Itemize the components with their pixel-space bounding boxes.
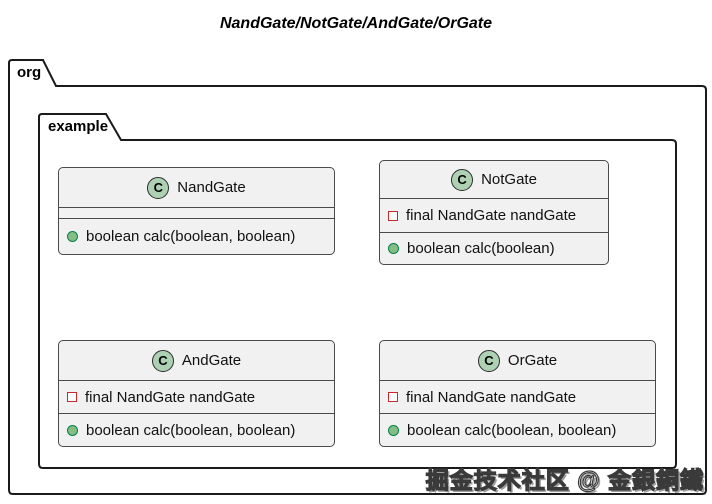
- watermark-text: 掘金技术社区 @ 金銀銅鐵: [425, 466, 704, 493]
- class-stereotype-icon: C: [151, 349, 174, 372]
- method-signature: boolean calc(boolean): [407, 240, 555, 257]
- class-header: C AndGate: [59, 341, 334, 380]
- fields-compartment: [59, 207, 334, 218]
- method-row: boolean calc(boolean, boolean): [67, 422, 326, 439]
- methods-compartment: boolean calc(boolean, boolean): [59, 413, 334, 446]
- fields-compartment: final NandGate nandGate: [380, 198, 608, 232]
- method-row: boolean calc(boolean, boolean): [67, 228, 326, 245]
- class-header: C NandGate: [59, 168, 334, 207]
- method-signature: boolean calc(boolean, boolean): [86, 228, 296, 245]
- class-box-notgate: C NotGate final NandGate nandGate boolea…: [379, 160, 609, 265]
- class-name: AndGate: [181, 352, 242, 369]
- method-row: boolean calc(boolean, boolean): [388, 422, 647, 439]
- fields-compartment: final NandGate nandGate: [380, 380, 655, 413]
- class-header: C OrGate: [380, 341, 655, 380]
- class-header: C NotGate: [380, 161, 608, 198]
- method-signature: boolean calc(boolean, boolean): [407, 421, 617, 439]
- class-name: NotGate: [481, 171, 537, 188]
- fields-compartment: final NandGate nandGate: [59, 380, 334, 413]
- field-row: final NandGate nandGate: [388, 207, 600, 224]
- public-method-icon: [67, 424, 78, 436]
- private-field-icon: [388, 392, 398, 402]
- class-box-orgate: C OrGate final NandGate nandGate boolean…: [379, 340, 656, 447]
- class-stereotype-icon: C: [477, 349, 500, 372]
- field-row: final NandGate nandGate: [67, 389, 326, 406]
- public-method-icon: [67, 231, 78, 242]
- methods-compartment: boolean calc(boolean, boolean): [59, 218, 334, 254]
- class-box-nandgate: C NandGate boolean calc(boolean, boolean…: [58, 167, 335, 255]
- class-stereotype-icon: C: [147, 176, 170, 199]
- field-row: final NandGate nandGate: [388, 389, 647, 406]
- class-name: OrGate: [507, 352, 558, 369]
- field-signature: final NandGate nandGate: [406, 388, 577, 406]
- public-method-icon: [388, 424, 399, 436]
- class-stereotype-icon: C: [451, 168, 474, 191]
- private-field-icon: [67, 392, 77, 402]
- package-label-org: org: [17, 64, 42, 81]
- class-name: NandGate: [177, 179, 246, 196]
- method-row: boolean calc(boolean): [388, 240, 600, 257]
- class-box-andgate: C AndGate final NandGate nandGate boolea…: [58, 340, 335, 447]
- method-signature: boolean calc(boolean, boolean): [86, 421, 296, 439]
- public-method-icon: [388, 243, 399, 254]
- field-signature: final NandGate nandGate: [85, 388, 256, 406]
- private-field-icon: [388, 210, 398, 221]
- field-signature: final NandGate nandGate: [406, 207, 577, 224]
- package-label-example: example: [48, 118, 109, 135]
- methods-compartment: boolean calc(boolean, boolean): [380, 413, 655, 446]
- diagram-title: NandGate/NotGate/AndGate/OrGate: [219, 15, 493, 32]
- methods-compartment: boolean calc(boolean): [380, 232, 608, 264]
